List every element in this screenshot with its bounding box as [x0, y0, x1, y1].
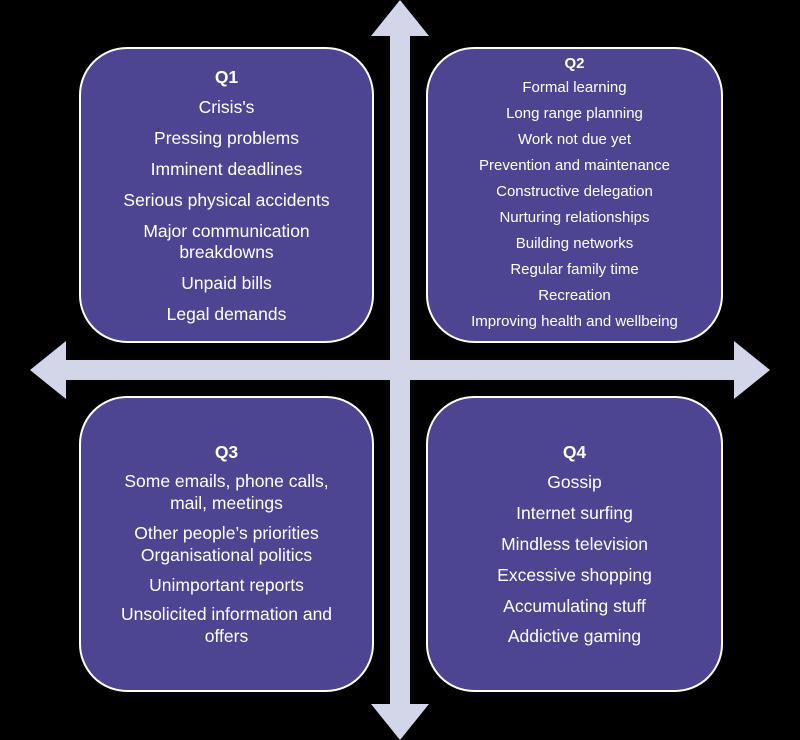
- list-item: Some emails, phone calls, mail, meetings: [124, 471, 329, 513]
- list-item: Serious physical accidents: [123, 189, 330, 210]
- list-item: Work not due yet: [517, 131, 632, 148]
- horizontal-axis-arrow: [30, 341, 770, 399]
- list-item: Nurturing relationships: [499, 209, 650, 226]
- list-item: Legal demands: [166, 304, 287, 325]
- list-item: Building networks: [515, 235, 634, 252]
- quadrant-title: Q1: [214, 67, 239, 87]
- list-item: Pressing problems: [154, 127, 299, 148]
- quadrant-q4: Q4 Gossip Internet surfing Mindless tele…: [426, 396, 723, 692]
- list-item: Internet surfing: [516, 502, 633, 523]
- list-item: Constructive delegation: [496, 183, 653, 200]
- list-item: Prevention and maintenance: [479, 157, 670, 174]
- list-item: Major communication breakdowns: [143, 220, 310, 263]
- quadrant-title: Q3: [214, 442, 239, 462]
- list-item: Improving health and wellbeing: [471, 313, 678, 330]
- list-item: Crisis's: [198, 97, 255, 117]
- list-item: Accumulating stuff: [503, 595, 646, 616]
- quadrant-title: Q4: [562, 442, 587, 462]
- list-item: Mindless television: [501, 533, 648, 554]
- list-item: Other people’s priorities: [134, 522, 319, 543]
- quadrant-q2: Q2 Formal learning Long range planning W…: [426, 47, 723, 343]
- list-item: Gossip: [547, 472, 602, 492]
- quadrant-q3: Q3 Some emails, phone calls, mail, meeti…: [79, 396, 374, 692]
- list-item: Unpaid bills: [181, 273, 272, 294]
- list-item: Unimportant reports: [149, 574, 304, 595]
- quadrant-title: Q2: [564, 55, 585, 72]
- list-item: Regular family time: [510, 261, 639, 278]
- list-item: Unsolicited information and offers: [120, 604, 333, 647]
- list-item: Imminent deadlines: [150, 158, 303, 179]
- quadrant-q1: Q1 Crisis's Pressing problems Imminent d…: [79, 47, 374, 343]
- list-item: Long range planning: [506, 105, 643, 122]
- list-item: Addictive gaming: [507, 626, 642, 647]
- list-item: Formal learning: [522, 79, 627, 96]
- list-item: Excessive shopping: [497, 564, 652, 585]
- list-item: Recreation: [538, 287, 611, 304]
- list-item: Organisational politics: [140, 544, 313, 565]
